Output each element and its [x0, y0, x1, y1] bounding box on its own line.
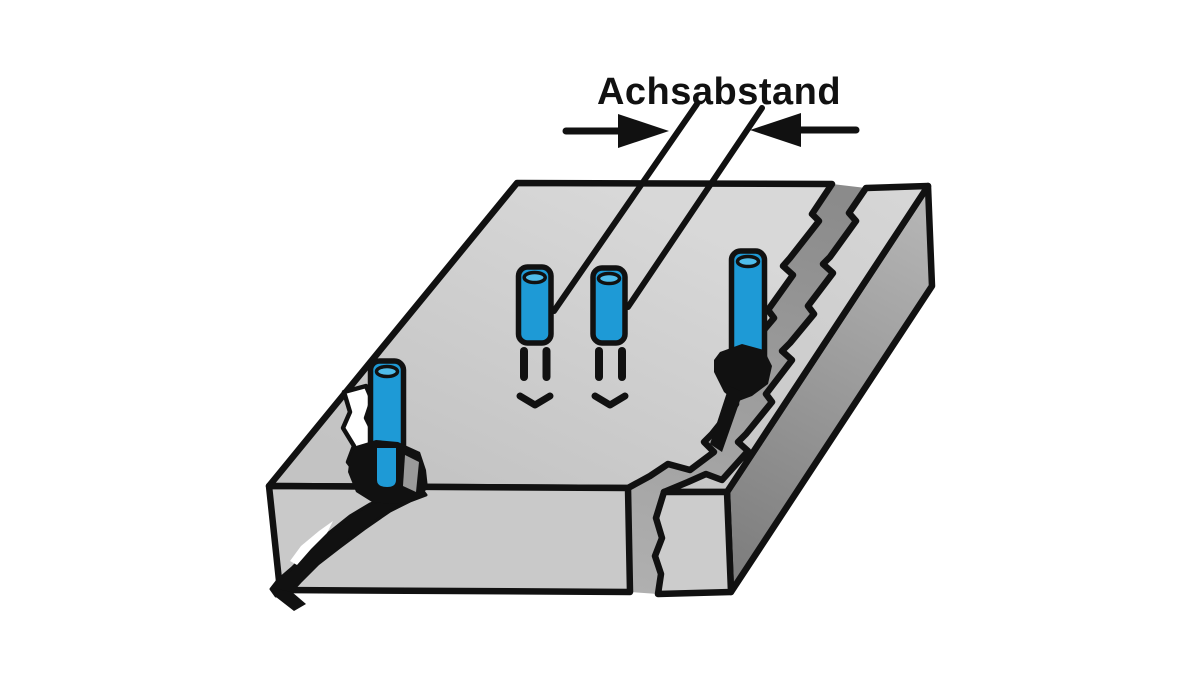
leader-line-right [625, 105, 765, 310]
concrete-strip [651, 182, 936, 598]
drill-chevron [591, 392, 629, 409]
pin-cap [735, 254, 761, 269]
crack-tail [272, 588, 306, 611]
crack-face-sliver [403, 455, 419, 492]
pin-body [515, 264, 554, 346]
leader-lines [551, 101, 765, 314]
pin-body [590, 265, 628, 346]
pin-cap [374, 364, 400, 379]
pin-tip-in-crack [377, 448, 396, 487]
pin-cap [596, 271, 622, 286]
drill-chevron [516, 392, 554, 409]
joint-blob [714, 344, 772, 402]
dimension-annotation: Achsabstand [562, 71, 860, 148]
arrow-right-icon [618, 114, 669, 148]
arrow-left-icon [750, 113, 801, 147]
crack-white-sliver [290, 521, 333, 565]
pin-pair-left [515, 264, 554, 409]
dimension-label: Achsabstand [597, 71, 841, 113]
strip-top-face [660, 182, 932, 496]
joint-streak [710, 386, 743, 452]
pin-pair-right [590, 265, 629, 409]
pin-in-surface-crack [348, 358, 428, 504]
leader-line-left [551, 101, 700, 314]
pin-in-joint [710, 248, 772, 452]
strip-front-face [651, 488, 735, 598]
pin-cap [522, 270, 547, 285]
front-face-crack [269, 485, 428, 611]
